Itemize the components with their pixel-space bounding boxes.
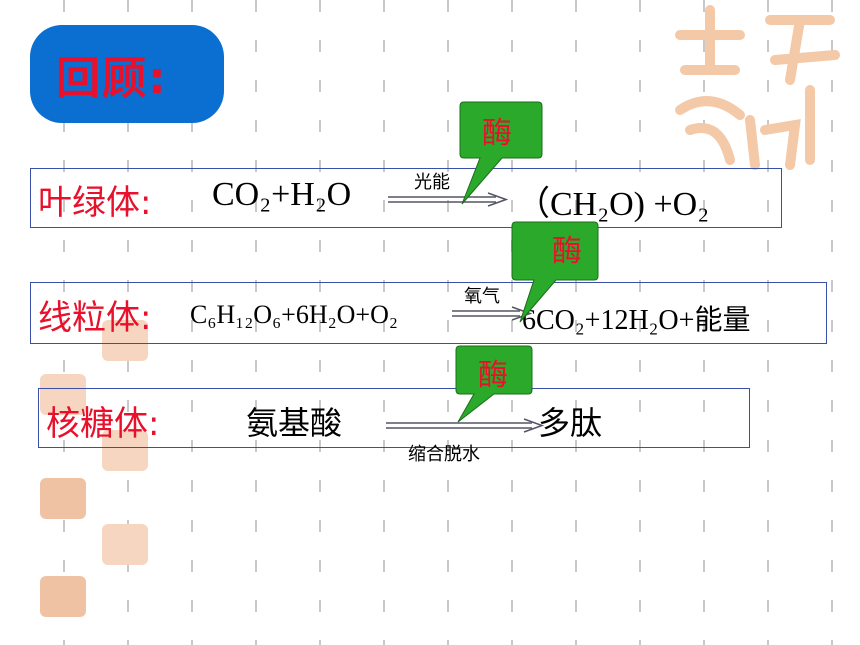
reactants-chloroplast: CO₂+H₂O — [212, 176, 352, 213]
products-chloroplast: （CH₂O) +O₂ — [516, 186, 710, 223]
condition-light: 光能 — [414, 172, 450, 193]
enzyme-callout-icon — [511, 221, 599, 323]
page-title: 回顾: — [56, 53, 168, 104]
enzyme-label-2: 酶 — [552, 234, 582, 269]
seal-watermark-large-icon — [675, 5, 840, 170]
reaction-arrow-icon — [386, 418, 545, 433]
products-ribosome: 多肽 — [538, 404, 603, 442]
reaction-arrow-icon — [388, 192, 508, 207]
title-badge: 回顾: — [30, 25, 224, 123]
products-mitochondria: 6CO₂+12H₂O+能量 — [522, 305, 751, 336]
enzyme-label-3: 酶 — [478, 358, 508, 393]
enzyme-label-1: 酶 — [482, 116, 512, 151]
enzyme-callout-icon — [459, 101, 543, 205]
condition-dehydration: 缩合脱水 — [408, 444, 480, 465]
seal-watermark-small-icon — [102, 524, 148, 565]
ribosome-equation-box — [38, 388, 750, 448]
seal-watermark-small-icon — [40, 576, 86, 617]
chloroplast-equation-box — [30, 168, 782, 228]
seal-watermark-small-icon — [102, 320, 148, 361]
mitochondria-equation-box — [30, 282, 827, 344]
enzyme-callout-icon — [455, 345, 533, 423]
seal-watermark-small-icon — [102, 430, 148, 471]
seal-watermark-small-icon — [40, 478, 86, 519]
reactants-ribosome: 氨基酸 — [246, 404, 343, 442]
organelle-label-mitochondria: 线粒体: — [38, 298, 152, 338]
organelle-label-ribosome: 核糖体: — [46, 404, 160, 444]
seal-watermark-small-icon — [40, 374, 86, 415]
organelle-label-chloroplast: 叶绿体: — [38, 183, 152, 223]
condition-oxygen: 氧气 — [464, 286, 500, 307]
reactants-mitochondria: C₆H₁₂O₆+6H₂O+O₂ — [190, 300, 398, 329]
reaction-arrow-icon — [452, 306, 532, 321]
